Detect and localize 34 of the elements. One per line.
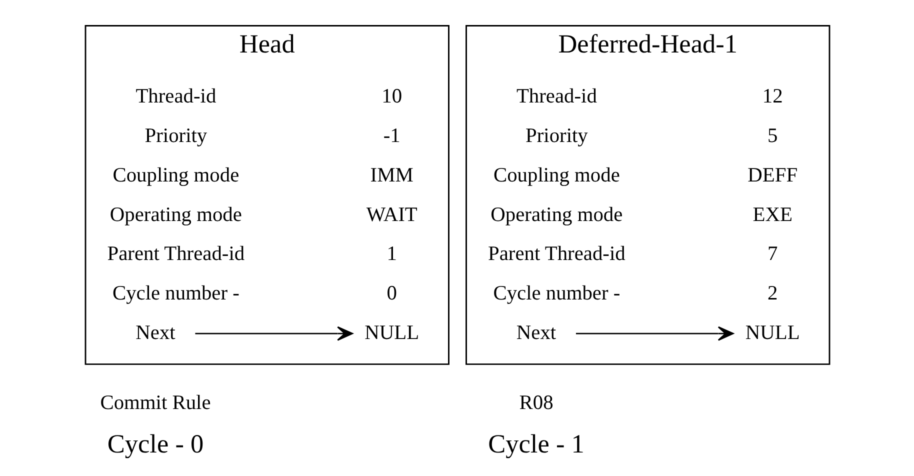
node-label: Commit Rule <box>100 392 210 414</box>
label: WAIT <box>366 204 417 226</box>
label: Parent Thread-id <box>106 243 244 266</box>
arrow <box>194 326 353 341</box>
label: 12 <box>762 86 782 108</box>
label: 0 <box>386 282 396 305</box>
label: Coupling mode <box>492 164 620 186</box>
label: 1 <box>386 243 396 266</box>
label: Coupling mode <box>112 164 239 186</box>
node-text: Next <box>135 322 175 344</box>
label: 2 <box>767 282 778 305</box>
node-text: NULL <box>744 322 800 344</box>
label: 10 <box>381 86 402 108</box>
label: Priority <box>525 125 588 148</box>
label: Cycle number - <box>112 282 239 305</box>
arrow <box>575 326 734 341</box>
node-text: NULL <box>364 322 419 344</box>
label: 5 <box>767 125 778 148</box>
label: Priority <box>144 125 207 148</box>
node-text: Next <box>516 322 556 344</box>
label: DEFF <box>747 164 798 186</box>
label: IMM <box>370 164 413 186</box>
node-label: Cycle - 0 <box>106 429 204 458</box>
label: Thread-id <box>516 86 596 108</box>
label: EXE <box>752 204 792 226</box>
node-label: Cycle - 1 <box>488 429 584 458</box>
label: Operating mode <box>490 204 622 226</box>
label: Thread-id <box>135 86 216 108</box>
label: -1 <box>382 125 400 148</box>
label: 7 <box>767 243 778 266</box>
label: Cycle number - <box>492 282 620 305</box>
node-label: R08 <box>518 392 553 414</box>
label: Parent Thread-id <box>488 243 625 266</box>
label: Operating mode <box>109 204 242 226</box>
